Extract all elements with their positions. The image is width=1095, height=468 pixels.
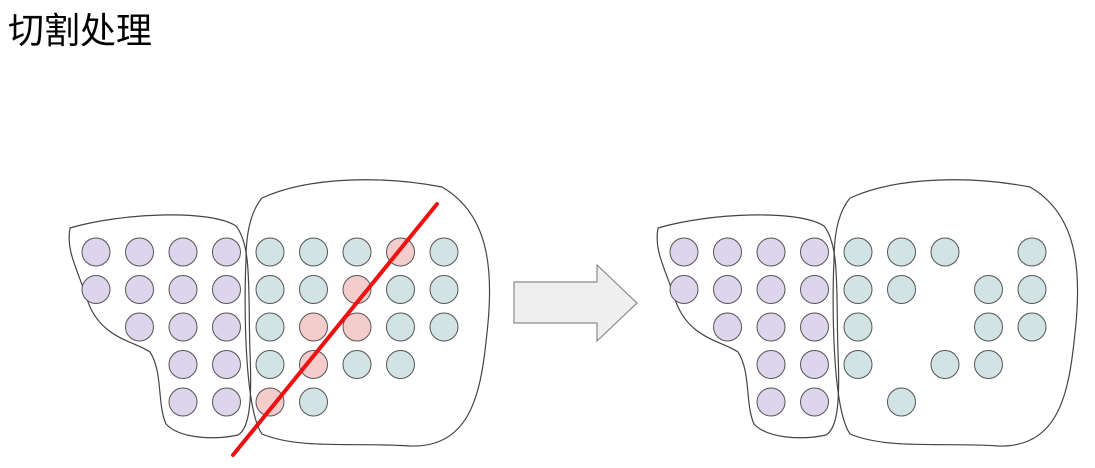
teal-dot <box>255 350 285 379</box>
purple-dot <box>212 237 241 267</box>
teal-dot <box>930 237 960 267</box>
teal-dot <box>255 275 285 304</box>
teal-dot <box>386 350 415 379</box>
left-region-outline <box>656 214 840 439</box>
teal-dot <box>342 237 372 267</box>
teal-dot <box>843 350 873 379</box>
removed-red-dot <box>342 312 372 342</box>
left-region-outline <box>68 214 252 439</box>
purple-dot <box>800 350 829 379</box>
before-dot-grid <box>81 237 459 417</box>
purple-dot <box>168 350 198 379</box>
cut-line <box>231 202 439 457</box>
purple-dot <box>212 350 241 379</box>
teal-dot <box>386 312 415 342</box>
right-region-outline <box>244 179 491 447</box>
purple-dot <box>168 312 198 342</box>
teal-dot <box>887 237 916 267</box>
purple-dot <box>669 275 699 304</box>
teal-dot <box>255 312 285 342</box>
right-arrow-icon <box>513 263 638 343</box>
teal-dot <box>429 237 459 267</box>
before-panel <box>68 179 491 457</box>
purple-dot <box>800 275 829 304</box>
purple-dot <box>125 312 154 342</box>
teal-dot <box>429 275 459 304</box>
purple-dot <box>756 312 786 342</box>
teal-dot <box>299 275 328 304</box>
teal-dot <box>887 275 916 304</box>
teal-dot <box>974 275 1003 304</box>
teal-dot <box>1017 312 1047 342</box>
teal-dot <box>843 275 873 304</box>
teal-dot <box>255 237 285 267</box>
purple-dot <box>800 237 829 267</box>
purple-dot <box>168 275 198 304</box>
teal-dot <box>930 350 960 379</box>
teal-dot <box>342 350 372 379</box>
purple-dot <box>756 237 786 267</box>
removed-red-dot <box>255 387 285 417</box>
teal-dot <box>1017 237 1047 267</box>
purple-dot <box>125 237 154 267</box>
purple-dot <box>81 237 111 267</box>
purple-dot <box>756 275 786 304</box>
teal-dot <box>299 237 328 267</box>
teal-dot <box>843 237 873 267</box>
purple-dot <box>212 312 241 342</box>
purple-dot <box>669 237 699 267</box>
purple-dot <box>800 312 829 342</box>
after-panel <box>656 179 1079 447</box>
purple-dot <box>212 275 241 304</box>
teal-dot <box>1017 275 1047 304</box>
removed-red-dot <box>299 350 328 379</box>
page-title: 切割处理 <box>8 11 153 52</box>
purple-dot <box>756 387 786 417</box>
purple-dot <box>81 275 111 304</box>
teal-dot <box>299 387 328 417</box>
right-region-outline <box>832 179 1079 447</box>
removed-red-dot <box>299 312 328 342</box>
purple-dot <box>713 275 742 304</box>
purple-dot <box>713 237 742 267</box>
purple-dot <box>713 312 742 342</box>
purple-dot <box>212 387 241 417</box>
teal-dot <box>974 312 1003 342</box>
teal-dot <box>429 312 459 342</box>
teal-dot <box>974 350 1003 379</box>
teal-dot <box>843 312 873 342</box>
purple-dot <box>800 387 829 417</box>
purple-dot <box>125 275 154 304</box>
after-dot-grid <box>669 237 1047 417</box>
purple-dot <box>168 237 198 267</box>
purple-dot <box>756 350 786 379</box>
purple-dot <box>168 387 198 417</box>
teal-dot <box>887 387 916 417</box>
teal-dot <box>386 275 415 304</box>
